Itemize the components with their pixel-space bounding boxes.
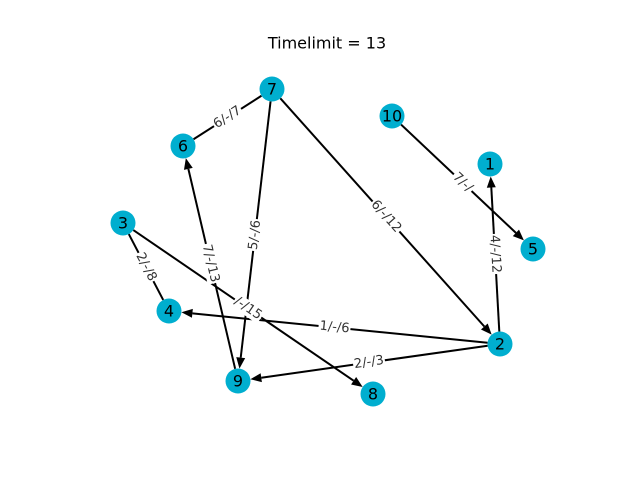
node-6: 6 [170, 133, 196, 159]
node-circle [487, 331, 513, 357]
node-1: 1 [477, 151, 503, 177]
arrowhead-2-9 [250, 373, 262, 383]
edge-label-group-2-1: 4/-/12 [486, 233, 504, 275]
edge-label-group-2-9: 2/-/3 [352, 352, 386, 373]
edge-label: 1/-/6 [319, 319, 350, 337]
node-label: 1 [485, 155, 495, 174]
node-label: 10 [382, 107, 402, 126]
edge-label-background [448, 168, 477, 197]
edge-label-group-7-9: 5/-/6 [245, 218, 265, 252]
node-circle [477, 151, 503, 177]
node-label: 3 [118, 214, 128, 233]
arrowhead-7-2 [480, 323, 492, 335]
edge-label: 2/-/3 [353, 353, 385, 372]
node-circle [379, 103, 405, 129]
node-circle [225, 368, 251, 394]
edge-label-background [366, 196, 406, 237]
node-circle [360, 381, 386, 407]
nodes-layer: 1 2 3 4 5 6 7 8 9 10 [110, 76, 546, 407]
arrowhead-2-4 [181, 308, 193, 318]
edge-label-background [198, 242, 223, 285]
edge-label-group-3-4: 2/-/8 [131, 249, 161, 285]
node-label: 2 [495, 335, 505, 354]
node-circle [170, 133, 196, 159]
node-circle [156, 298, 182, 324]
node-label: 4 [164, 302, 174, 321]
node-circle [520, 236, 546, 262]
node-10: 10 [379, 103, 405, 129]
arrowhead-10-5 [512, 229, 524, 241]
node-label: 9 [233, 372, 243, 391]
figure-title: Timelimit = 13 [267, 34, 386, 53]
arrowhead-2-1 [486, 176, 496, 188]
edge-label-background [245, 218, 265, 252]
node-3: 3 [110, 210, 136, 236]
edge-label-background [317, 318, 352, 337]
arrowhead-3-8 [351, 377, 363, 387]
edge-label-background [131, 249, 161, 285]
edge-label-group-2-4: 1/-/6 [317, 318, 352, 337]
edge-label-background [230, 293, 266, 324]
edge-label-background [352, 352, 386, 373]
edge-label: 5/-/6 [246, 219, 264, 251]
node-circle [259, 76, 285, 102]
node-label: 8 [368, 385, 378, 404]
node-label: 5 [528, 240, 538, 259]
edge-label-background [486, 233, 504, 275]
edge-label-group-7-6: 6/-/7 [209, 102, 246, 133]
edge-label-background [209, 102, 246, 133]
edge-label: 4/-/12 [486, 234, 503, 273]
node-label: 7 [267, 80, 277, 99]
node-9: 9 [225, 368, 251, 394]
edge-label-group-9-6: 7/-/13 [198, 242, 223, 285]
node-label: 6 [178, 137, 188, 156]
node-8: 8 [360, 381, 386, 407]
arrowhead-7-9 [236, 357, 246, 369]
arrowhead-9-6 [183, 158, 193, 170]
edge-label: 2/-/8 [132, 250, 159, 284]
node-5: 5 [520, 236, 546, 262]
node-7: 7 [259, 76, 285, 102]
edge-label: 6/-/12 [368, 197, 405, 236]
node-circle [110, 210, 136, 236]
node-2: 2 [487, 331, 513, 357]
edge-label-group-7-2: 6/-/12 [366, 196, 406, 237]
node-4: 4 [156, 298, 182, 324]
